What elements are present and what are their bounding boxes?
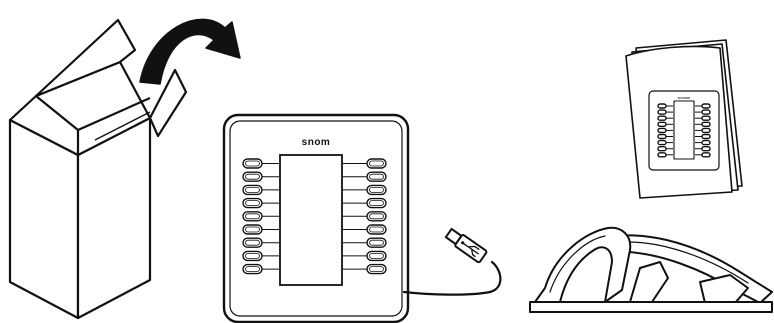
function-key-inner — [369, 160, 384, 167]
function-key — [701, 152, 711, 158]
function-key-inner — [245, 226, 260, 233]
function-key — [657, 127, 667, 134]
function-key — [701, 145, 711, 152]
function-key-inner — [245, 266, 260, 273]
function-key-inner — [245, 213, 260, 220]
booklet-key-columns — [657, 103, 711, 158]
function-key-inner — [369, 266, 384, 273]
usb-cable-icon — [402, 227, 502, 296]
function-key — [657, 133, 667, 140]
function-key — [701, 139, 711, 146]
function-key — [657, 115, 667, 121]
function-key-inner — [369, 186, 384, 193]
function-key-inner — [369, 200, 384, 207]
function-key — [701, 127, 711, 134]
function-key — [657, 109, 667, 115]
expansion-module: snom — [222, 113, 410, 323]
function-key-inner — [369, 213, 384, 220]
booklet-icon: snom — [625, 39, 743, 199]
stand-icon — [529, 226, 773, 313]
function-key-inner — [245, 160, 260, 167]
function-key-inner — [245, 239, 260, 246]
function-key-inner — [369, 252, 384, 259]
function-key — [657, 139, 667, 146]
left-key-column — [242, 158, 279, 275]
function-key-inner — [369, 173, 384, 180]
function-key — [657, 145, 667, 152]
function-key-inner — [245, 186, 260, 193]
function-key-inner — [245, 173, 260, 180]
function-key — [701, 121, 711, 128]
function-key — [657, 103, 667, 109]
function-key — [657, 121, 667, 128]
curved-arrow-icon — [139, 18, 241, 85]
function-key — [657, 152, 667, 158]
open-box-icon — [8, 18, 188, 320]
function-key — [701, 109, 711, 115]
function-key — [701, 103, 711, 109]
function-key — [701, 133, 711, 140]
function-key-inner — [245, 200, 260, 207]
function-key-inner — [369, 226, 384, 233]
module-brand-label: snom — [302, 137, 331, 148]
module-display — [279, 154, 343, 286]
booklet-brand-label: snom — [678, 95, 691, 100]
function-key — [701, 115, 711, 121]
function-key-inner — [245, 252, 260, 259]
right-key-column — [343, 158, 387, 275]
function-key-inner — [369, 239, 384, 246]
module-bezel — [229, 120, 403, 317]
